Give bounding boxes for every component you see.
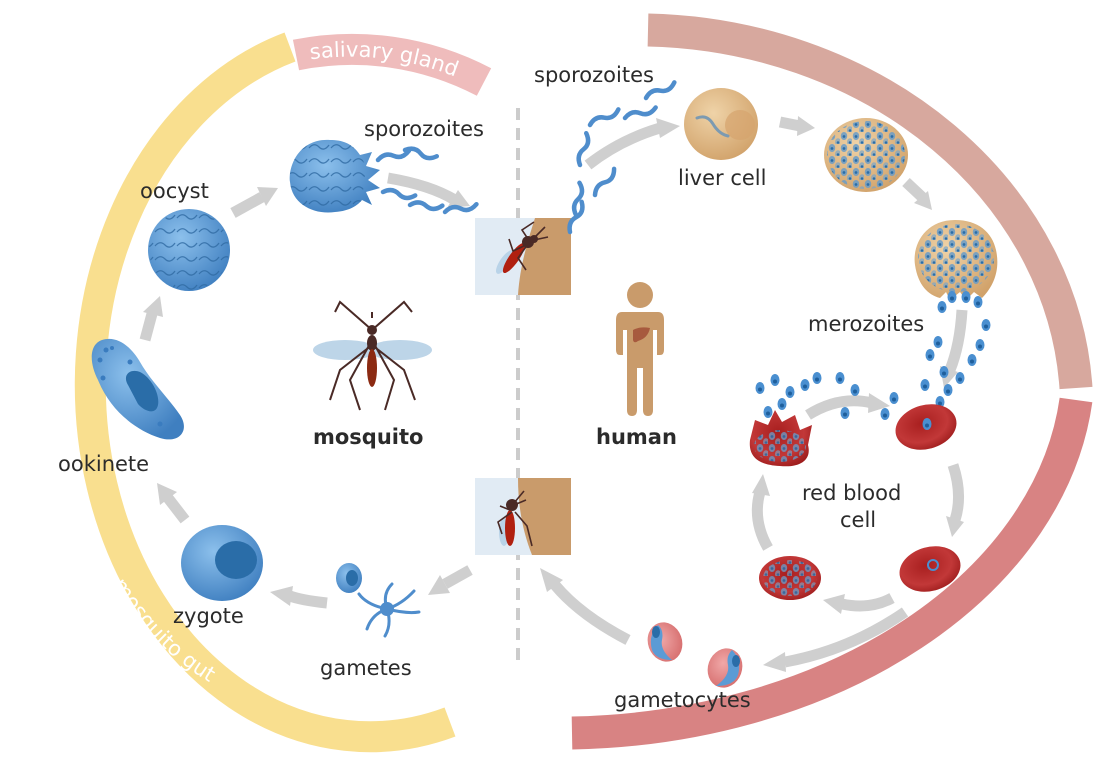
label-sporozoites-mosquito: sporozoites [364,117,484,141]
label-gametocytes: gametocytes [614,688,751,712]
cycle-arrows [139,116,968,672]
bursting-rbc-illustration [749,410,812,467]
rbc-schizont-illustration [759,556,821,600]
liver-cell-illustration [684,88,758,160]
label-sporozoites-human: sporozoites [534,63,654,87]
human-host-label: human [596,425,677,449]
mature-liver-schizont-illustration [914,220,998,300]
label-red-blood-cell-line2: cell [840,508,876,532]
zygote-illustration [181,525,263,601]
label-merozoites: merozoites [808,312,924,336]
gametes-illustration [336,563,421,638]
mosquito-icon [313,300,432,411]
sporozoite-oocyst-illustration [289,139,477,213]
label-red-blood-cell-line1: red blood [802,481,901,505]
infected-rbc-ring-illustration [895,404,957,450]
label-liver-cell: liver cell [678,166,766,190]
infected-rbc-trophozoite-illustration [899,546,961,592]
gametocytes-illustration [647,622,743,688]
salivary-gland-label: salivary gland [308,38,462,82]
salivary-gland-arc: salivary gland [292,33,492,96]
label-ookinete: ookinete [58,452,149,476]
bite-scene-top [475,183,586,295]
bite-scene-bottom [475,478,571,555]
mosquito-host-label: mosquito [313,425,423,449]
label-zygote: zygote [173,604,244,628]
blood-label: blood [896,690,958,740]
oocyst-illustration [148,209,230,291]
label-gametes: gametes [320,656,412,680]
human-icon [616,282,664,416]
liver-schizont-illustration [824,118,908,192]
label-oocyst: oocyst [140,179,209,203]
ookinete-illustration [91,338,184,440]
